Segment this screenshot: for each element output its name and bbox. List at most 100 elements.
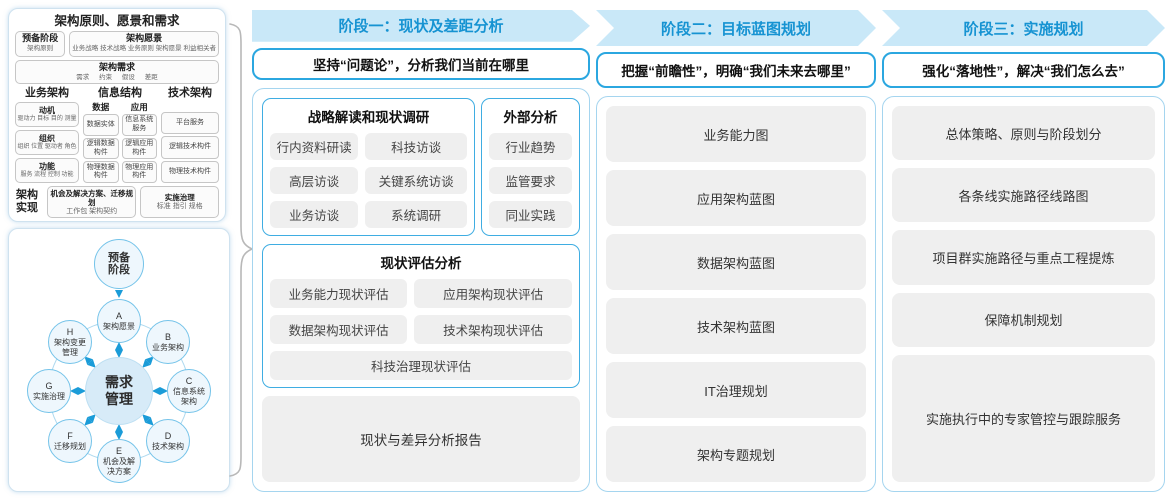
phase-3-column: 阶段三：实施规划 强化“落地性”，解决“我们怎么去” 总体策略、原则与阶段划分 … <box>882 10 1165 492</box>
chip: 业务访谈 <box>270 201 359 228</box>
chip: 关键系统访谈 <box>365 167 467 194</box>
circle-label: 需求管理 <box>105 374 133 407</box>
box-title: 架构需求 <box>98 62 135 72</box>
phase-1-column: 阶段一：现状及差距分析 坚持“问题论”，分析我们当前在哪里 战略解读和现状调研 … <box>252 10 590 492</box>
box-title: 组织 <box>39 134 55 143</box>
deliverable-box: 实施执行中的专家管控与跟踪服务 <box>892 354 1155 482</box>
phase-2-content: 业务能力图 应用架构蓝图 数据架构蓝图 技术架构蓝图 IT治理规划 架构专题规划 <box>596 96 876 492</box>
phase-1-content: 战略解读和现状调研 行内资料研读 科技访谈 高层访谈 关键系统访谈 业务访谈 系… <box>252 88 590 492</box>
subcolumn-title: 数据 <box>92 102 110 112</box>
chip: 科技治理现状评估 <box>270 351 572 380</box>
box-title: 机会及解决方案、迁移规划 <box>50 188 133 207</box>
node-e-opportunities-solutions: E 机会及解决方案 <box>97 439 141 483</box>
box-title: 架构愿景 <box>126 33 163 43</box>
prep-phase-box: 预备阶段 架构原则 <box>15 31 66 57</box>
chip: 业务能力现状评估 <box>270 279 408 308</box>
group-title: 外部分析 <box>503 110 558 125</box>
node-label: 信息系统架构 <box>173 387 205 406</box>
requirements-management-circle: 需求管理 <box>85 357 153 425</box>
node-id: B <box>164 331 171 342</box>
center-node-arrow <box>142 414 154 426</box>
deliverable-box: 架构专题规划 <box>606 426 866 482</box>
physical-data-box: 物理数据构件 <box>83 161 119 184</box>
node-label: 业务架构 <box>152 342 184 352</box>
physical-tech-box: 物理技术构件 <box>161 160 219 183</box>
data-subcolumn: 数据 数据实体 逻辑数据构件 物理数据构件 <box>83 102 119 184</box>
curly-brace <box>229 23 254 477</box>
chip: 行业趋势 <box>489 133 572 160</box>
label-text: 架构实现 <box>16 189 38 214</box>
deliverable-box: 各条线实施路径线路图 <box>892 168 1155 223</box>
motivation-box: 动机 驱动力 目标 目的 测量 <box>15 102 79 127</box>
center-node-arrow <box>142 356 154 368</box>
logical-data-box: 逻辑数据构件 <box>83 137 119 160</box>
node-id: E <box>115 446 122 456</box>
logical-app-box: 逻辑应用构件 <box>121 137 157 160</box>
phases-area: 阶段一：现状及差距分析 坚持“问题论”，分析我们当前在哪里 战略解读和现状调研 … <box>252 10 1165 492</box>
panel-title: 架构原则、愿景和需求 <box>54 14 180 28</box>
box-title: 功能 <box>39 162 55 171</box>
platform-service-box: 平台服务 <box>161 112 219 135</box>
box-sub: 驱动力 目标 目的 测量 <box>17 116 77 122</box>
box-title: 实施治理 <box>164 193 195 202</box>
node-b-business-architecture: B 业务架构 <box>146 320 190 364</box>
technology-architecture-column: 技术架构 平台服务 逻辑技术构件 物理技术构件 <box>161 87 219 183</box>
column-title: 技术架构 <box>168 87 212 99</box>
center-node-arrow <box>84 356 96 368</box>
deliverable-box: 应用架构蓝图 <box>606 170 866 226</box>
information-structure-column: 信息结构 数据 数据实体 逻辑数据构件 物理数据构件 应用 信息系统服务 逻辑应… <box>83 87 157 184</box>
phase-2-column: 阶段二：目标蓝图规划 把握“前瞻性”，明确“我们未来去哪里” 业务能力图 应用架… <box>596 10 876 492</box>
box-sub: 架构原则 <box>27 45 54 52</box>
box-title: 预备阶段 <box>22 33 59 43</box>
node-id: H <box>66 327 74 337</box>
function-box: 功能 服务 流程 控制 功能 <box>15 158 79 183</box>
chip: 监管要求 <box>489 167 572 194</box>
deliverable-box: 技术架构蓝图 <box>606 298 866 354</box>
column-title: 信息结构 <box>98 87 142 99</box>
chip: 高层访谈 <box>270 167 359 194</box>
node-label: 架构愿景 <box>103 321 135 331</box>
node-f-migration-planning: F 迁移规划 <box>48 419 92 463</box>
box-sub: 需求 约束 假设 差距 <box>76 74 158 81</box>
box-sub: 工作包 架构契约 <box>66 207 118 215</box>
architecture-vision-box: 架构愿景 业务战略 技术战略 业务原则 架构愿景 利益相关者 <box>69 31 219 57</box>
implementation-governance-box: 实施治理 标准 指引 规格 <box>140 186 219 218</box>
deliverable-box: 总体策略、原则与阶段划分 <box>892 106 1155 161</box>
phase-2-header: 阶段二：目标蓝图规划 <box>596 10 876 46</box>
node-id: D <box>164 430 172 441</box>
node-g-implementation-governance: G 实施治理 <box>27 369 71 413</box>
node-id: A <box>115 310 122 321</box>
node-d-technology-architecture: D 技术架构 <box>146 419 190 463</box>
data-entity-box: 数据实体 <box>83 114 119 136</box>
node-id: C <box>185 376 193 386</box>
chip: 科技访谈 <box>365 133 467 160</box>
center-node-arrow <box>84 414 96 426</box>
architecture-content-panel: 架构原则、愿景和需求 预备阶段 架构原则 架构愿景 业务战略 技术战略 业务原则… <box>8 8 226 222</box>
chip: 应用架构现状评估 <box>414 279 572 308</box>
adm-cycle-panel: 预备阶段 A 架构愿景 B 业务架构 C 信息系统架构 D 技术架构 E 机会及… <box>8 228 230 492</box>
box-sub: 服务 流程 控制 功能 <box>20 172 74 178</box>
box-sub: 组织 位置 驱动者 角色 <box>17 144 77 150</box>
deliverable-box: 项目群实施路径与重点工程提炼 <box>892 230 1155 285</box>
strategy-research-group: 战略解读和现状调研 行内资料研读 科技访谈 高层访谈 关键系统访谈 业务访谈 系… <box>262 98 475 236</box>
application-subcolumn: 应用 信息系统服务 逻辑应用构件 物理应用构件 <box>121 102 157 184</box>
business-architecture-column: 业务架构 动机 驱动力 目标 目的 测量 组织 组织 位置 驱动者 角色 功能 … <box>15 87 79 183</box>
logical-tech-box: 逻辑技术构件 <box>161 136 219 159</box>
node-label: 机会及解决方案 <box>103 457 135 476</box>
chip: 行内资料研读 <box>270 133 359 160</box>
current-state-assessment-group: 现状评估分析 业务能力现状评估 应用架构现状评估 数据架构现状评估 技术架构现状… <box>262 244 580 388</box>
box-title: 动机 <box>39 106 55 115</box>
deliverable-box: 业务能力图 <box>606 106 866 162</box>
group-title: 战略解读和现状调研 <box>307 110 430 125</box>
phase-3-header: 阶段三：实施规划 <box>882 10 1165 46</box>
info-system-service-box: 信息系统服务 <box>121 114 157 136</box>
phase-3-content: 总体策略、原则与阶段划分 各条线实施路径线路图 项目群实施路径与重点工程提炼 保… <box>882 96 1165 492</box>
node-c-information-system-architecture: C 信息系统架构 <box>167 369 211 413</box>
box-sub: 业务战略 技术战略 业务原则 架构愿景 利益相关者 <box>72 45 216 52</box>
opportunity-migration-box: 机会及解决方案、迁移规划 工作包 架构契约 <box>47 186 137 218</box>
external-analysis-group: 外部分析 行业趋势 监管要求 同业实践 <box>481 98 580 236</box>
node-id: G <box>45 380 53 391</box>
phase-1-subtitle: 坚持“问题论”，分析我们当前在哪里 <box>252 47 590 80</box>
node-a-architecture-vision: A 架构愿景 <box>97 299 141 343</box>
